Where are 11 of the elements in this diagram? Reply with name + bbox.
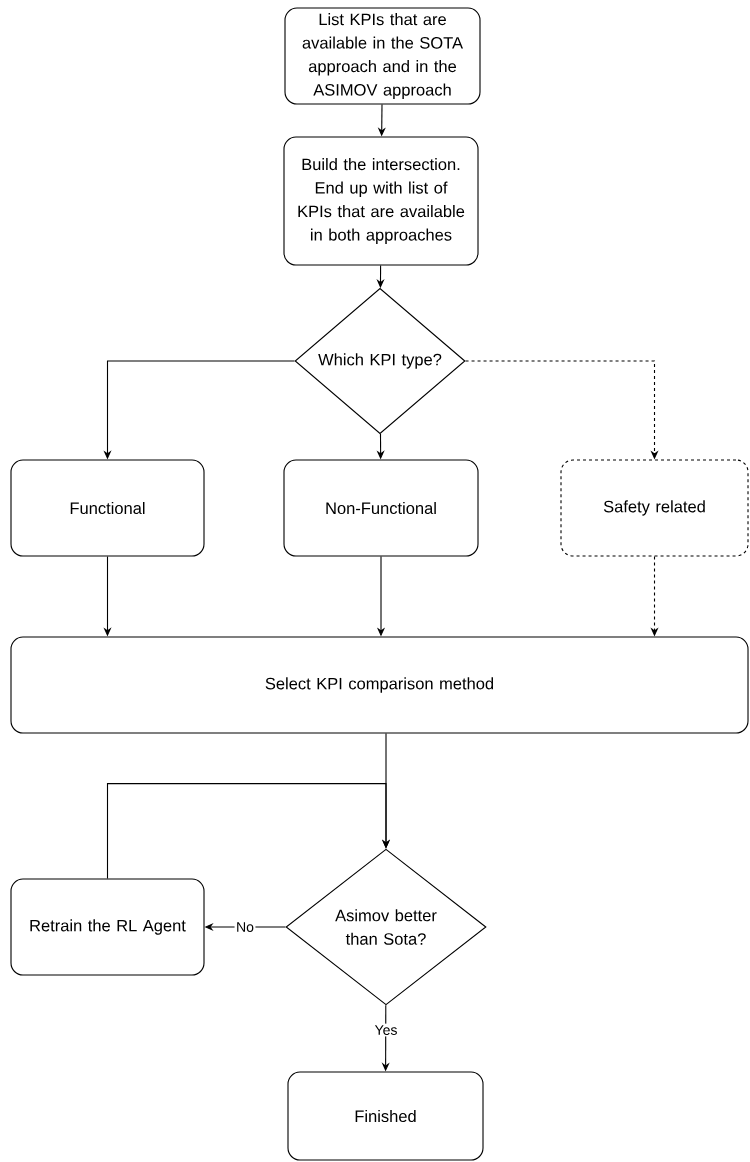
process-box: Non-Functional: [283, 459, 479, 557]
process-box: Safety related: [560, 459, 749, 557]
process-box: List KPIs that are available in the SOTA approach and in the ASIMOV approach: [284, 7, 481, 105]
process-box: Build the intersection. End up with list of KPIs that are available in both approaches: [283, 136, 479, 266]
arrow: [106, 783, 391, 879]
process-box: Functional: [10, 459, 205, 557]
process-box: Select KPI comparison method: [10, 636, 749, 734]
process-box: Finished: [287, 1071, 484, 1161]
process-box: Retrain the RL Agent: [10, 878, 205, 976]
edge-label: Yes: [373, 1023, 399, 1037]
edge-label: No: [234, 920, 256, 934]
